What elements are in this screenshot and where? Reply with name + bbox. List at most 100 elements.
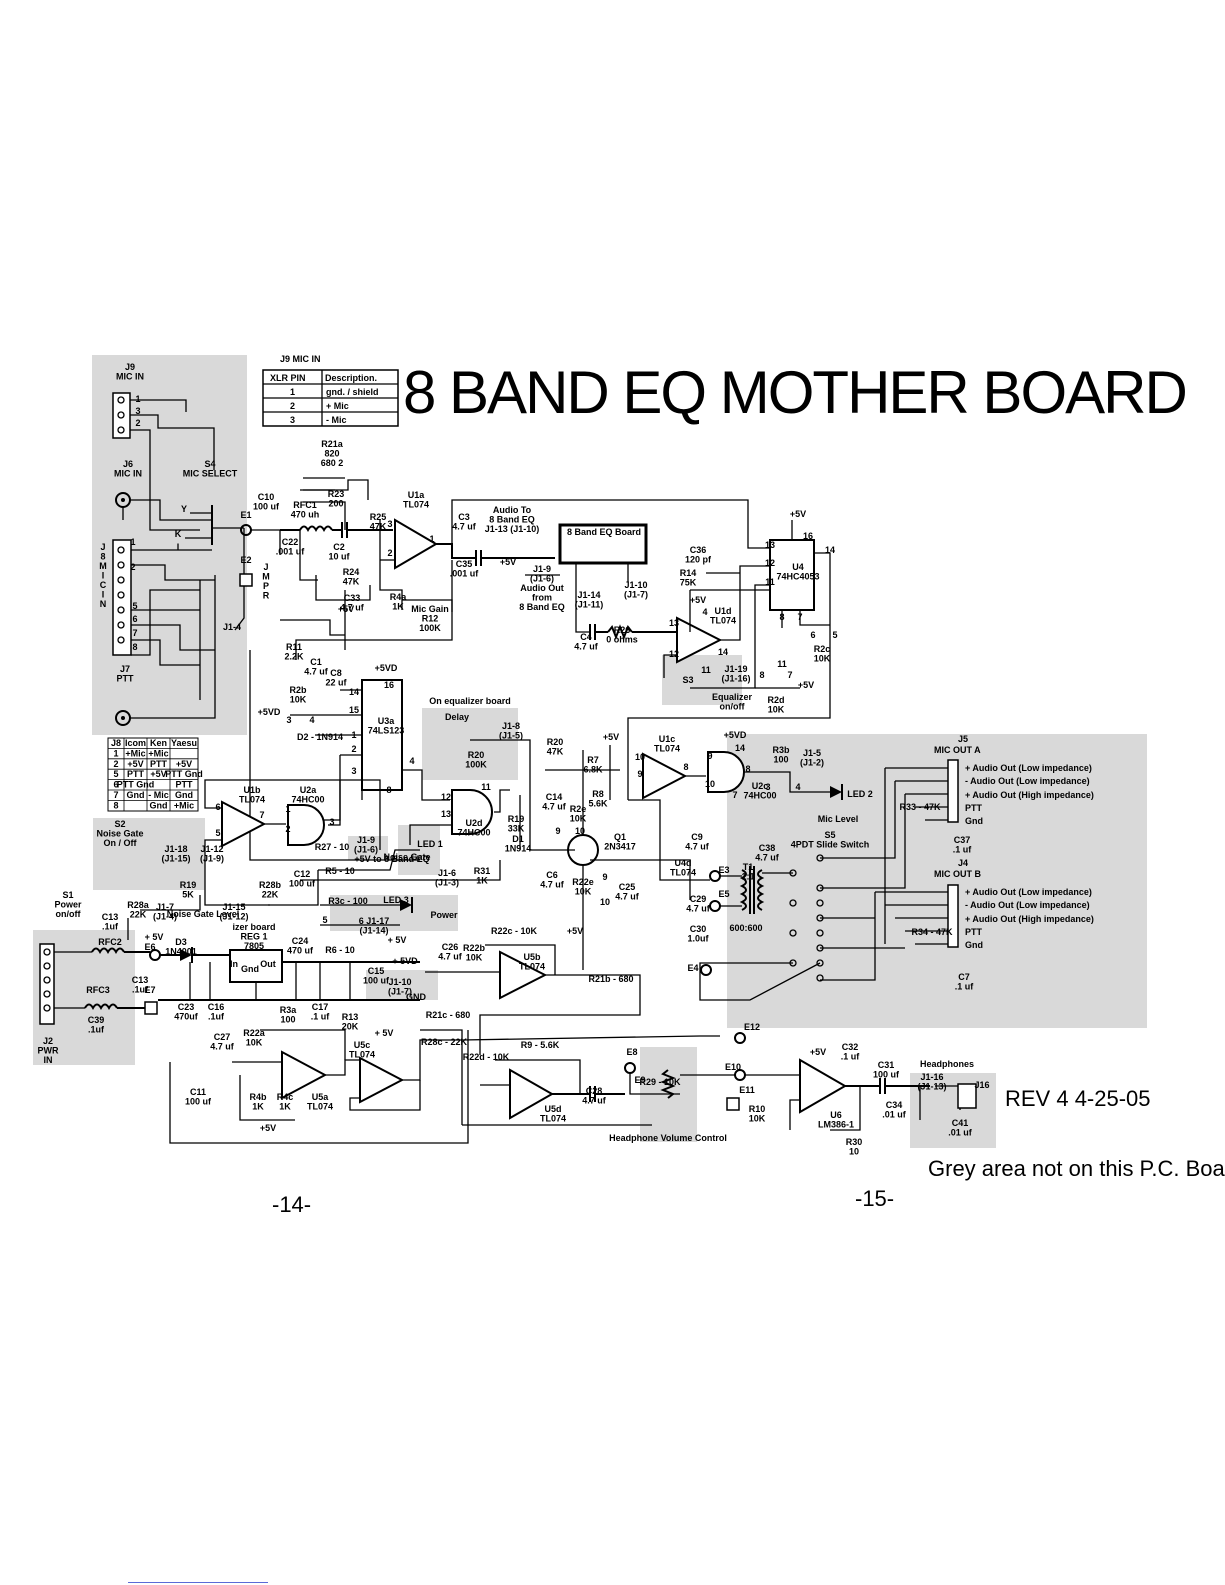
component-label-line: E11 <box>739 1085 755 1095</box>
grey-area-note: Grey area not on this P.C. Board <box>928 1156 1225 1181</box>
component-label-line: 47K <box>343 577 360 587</box>
component-label-line: C24 <box>292 936 309 946</box>
j8-table-cell: Ken <box>150 738 167 748</box>
component-label: 4 <box>795 782 800 792</box>
component-label-line: R19 <box>180 880 197 890</box>
component-label-line: 9 <box>707 751 712 761</box>
component-label-line: Headphone Volume Control <box>609 1133 727 1143</box>
component-label-line: 8 <box>100 552 105 562</box>
component-label-line: E8 <box>626 1047 637 1057</box>
component-label-line: 6 <box>215 802 220 812</box>
component-label-line: 4.7 uf <box>574 642 599 652</box>
component-label-line: +5V <box>790 509 806 519</box>
component-label-line: C10 <box>258 492 275 502</box>
component-label-line: R22c - 10K <box>491 926 538 936</box>
component-label-line: 12 <box>669 649 679 659</box>
j8-table-cell: Yaesu <box>171 738 197 748</box>
component-label-line: C7 <box>958 972 970 982</box>
component-label-line: E12 <box>744 1022 760 1032</box>
component-label: 16 <box>384 680 394 690</box>
component-label: 14 <box>349 687 359 697</box>
component-label-line: Y <box>181 504 187 514</box>
component-label: E4 <box>687 963 698 973</box>
component-label-line: 8 <box>745 764 750 774</box>
j9-row-pin: 1 <box>290 387 295 397</box>
component-label: Headphones <box>920 1059 974 1069</box>
component-label: J1-8(J1-5) <box>499 721 523 741</box>
component-label: 2 <box>130 562 135 572</box>
component-label-line: .01 uf <box>882 1110 907 1120</box>
component-label-line: Delay <box>445 712 469 722</box>
component-label: C37.1 uf <box>953 835 973 855</box>
component-label-line: on/off <box>56 909 82 919</box>
component-label-line: .001 uf <box>450 569 480 579</box>
component-label: 11 <box>481 782 491 792</box>
component-label-line: TL074 <box>670 868 696 878</box>
component-label-line: MIC IN <box>114 469 142 479</box>
component-label-line: .1 uf <box>953 845 973 855</box>
component-label: Noise Gate Level <box>167 909 240 919</box>
component-label-line: 4.7 uf <box>685 842 710 852</box>
component-label: C13.1uf <box>102 912 119 932</box>
component-label-line: 8 <box>386 785 391 795</box>
component-label-line: 4.7 uf <box>615 892 640 902</box>
component-label-line: U5b <box>523 952 541 962</box>
component-label: 3 <box>765 782 770 792</box>
component-label: +5V <box>567 926 583 936</box>
component-label-line: 74HC00 <box>743 791 776 801</box>
component-label: LED 3 <box>383 895 409 905</box>
component-label-line: C3 <box>458 512 470 522</box>
component-label-line: Equalizer <box>712 692 753 702</box>
component-label-line: C13 <box>132 975 149 985</box>
component-label-line: J1-15 <box>222 902 245 912</box>
component-label-line: On / Off <box>104 838 138 848</box>
component-label-line: 5.6K <box>588 799 608 809</box>
component-label: +5VD <box>724 730 747 740</box>
component-label-line: R22d - 10K <box>463 1052 510 1062</box>
component-label-line: 100 <box>280 1015 295 1025</box>
component-label-line: C9 <box>691 832 703 842</box>
j4-pin-label: + Audio Out (Low impedance) <box>965 887 1092 897</box>
component-label-line: Gnd <box>241 964 259 974</box>
component-label: 6 J1-17(J1-14) <box>359 916 390 936</box>
component-label: Out <box>260 959 276 969</box>
component-label-line: J1-14 <box>577 590 600 600</box>
j5-pin-label: + Audio Out (Low impedance) <box>965 763 1092 773</box>
component-label: Mic Level <box>818 814 859 824</box>
component-label-line: R13 <box>342 1012 359 1022</box>
component-label-line: R7 <box>587 755 599 765</box>
component-label-line: R2b <box>289 685 307 695</box>
component-label-line: J1-6 <box>438 868 456 878</box>
component-label: E1 <box>240 510 251 520</box>
component-label-line: +5VD <box>375 663 398 673</box>
j9-table-caption: J9 MIC IN <box>280 354 321 364</box>
component-label-line: On equalizer board <box>429 696 511 706</box>
component-label-line: R9 - 5.6K <box>521 1040 560 1050</box>
component-label-line: R23 <box>328 489 345 499</box>
component-label-line: + 5VD <box>392 956 418 966</box>
component-label-line: LED 3 <box>383 895 409 905</box>
component-label: 12 <box>441 792 451 802</box>
component-label-line: E10 <box>725 1062 741 1072</box>
component-label-line: (J1-15) <box>161 854 190 864</box>
component-label-line: TL074 <box>239 795 265 805</box>
component-label: R27 - 10 <box>315 842 350 852</box>
j8-table-cell: Gnd <box>127 790 145 800</box>
component-label-line: (J1-6) <box>530 574 554 584</box>
component-label-line: U4d <box>674 858 691 868</box>
component-label-line: +5V <box>798 680 814 690</box>
component-label-line: U5a <box>312 1092 330 1102</box>
